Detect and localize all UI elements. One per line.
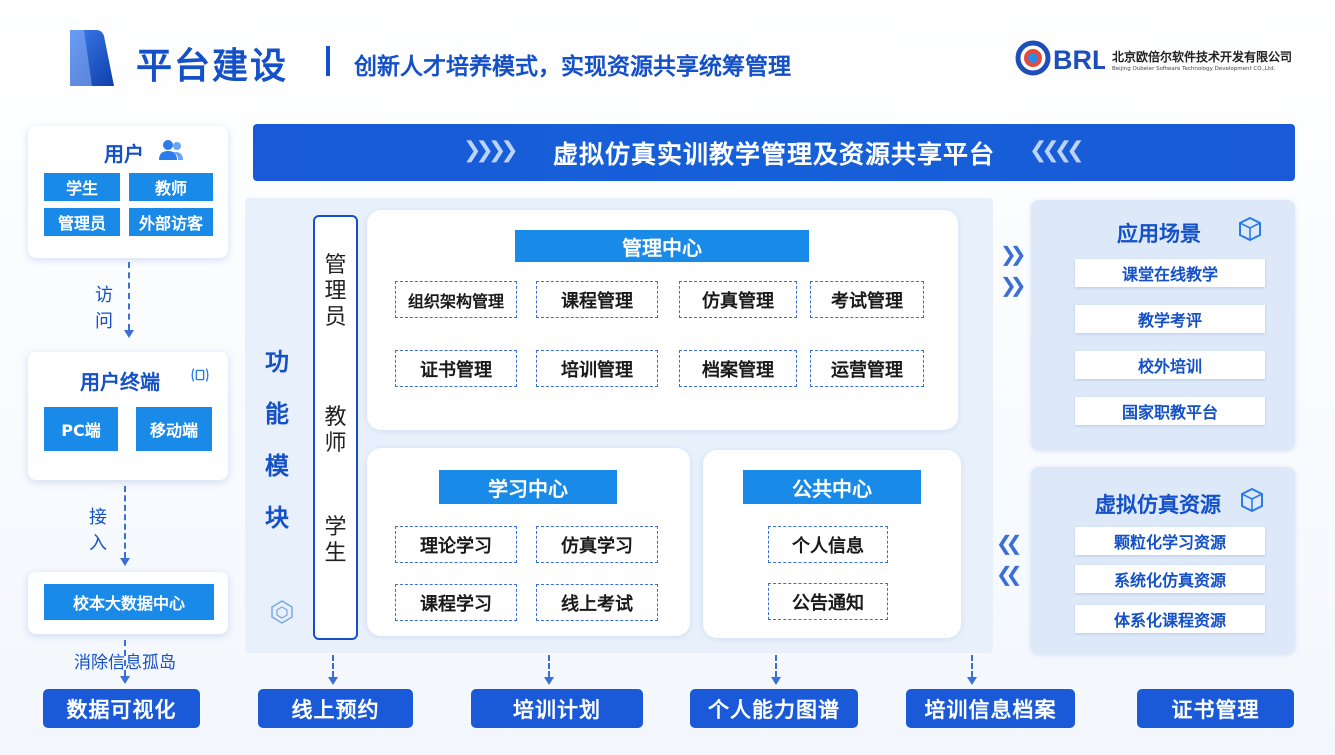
chevron-right-icon: ❯❯❯❯	[463, 138, 519, 163]
management-center-panel: 管理中心 组织架构管理 课程管理 仿真管理 考试管理 证书管理 培训管理 档案管…	[367, 210, 958, 430]
output-connector	[971, 655, 973, 677]
datacenter-label: 校本大数据中心	[44, 584, 214, 620]
app-item-classroom: 课堂在线教学	[1075, 259, 1265, 287]
company-logo-text: BRL	[1053, 45, 1105, 75]
resource-item-granular: 颗粒化学习资源	[1075, 527, 1265, 555]
mgmt-item-archive: 档案管理	[679, 350, 797, 387]
flow-label-connect: 接入	[89, 507, 107, 554]
function-module-label: 功能模块	[265, 348, 289, 532]
output-arrow	[967, 677, 977, 685]
public-item-notice: 公告通知	[768, 583, 888, 620]
cube-icon	[1239, 216, 1261, 242]
mgmt-item-course: 课程管理	[536, 281, 658, 318]
mgmt-item-certificate: 证书管理	[395, 350, 517, 387]
public-center-panel: 公共中心 个人信息 公告通知	[703, 450, 961, 638]
users-icon	[159, 140, 183, 160]
flow-arrow-connect	[120, 558, 130, 566]
flow-line-visit	[128, 262, 130, 330]
page-title: 平台建设	[136, 46, 289, 87]
learning-center-title: 学习中心	[439, 470, 617, 504]
brand-mark-icon	[70, 30, 114, 86]
cube-icon	[1241, 487, 1263, 513]
chevron-right-icon: ❯❯	[1000, 273, 1026, 297]
iot-icon	[191, 368, 209, 382]
mgmt-item-exam: 考试管理	[810, 281, 924, 318]
output-arrow	[544, 677, 554, 685]
users-card: 用户 学生 教师 管理员 外部访客	[28, 126, 228, 258]
datacenter-card: 校本大数据中心	[28, 572, 228, 634]
company-name: 北京欧倍尔软件技术开发有限公司	[1112, 50, 1293, 64]
resource-item-simulation: 系统化仿真资源	[1075, 565, 1265, 593]
output-ability-map: 个人能力图谱	[690, 689, 858, 728]
mgmt-item-simulation: 仿真管理	[679, 281, 797, 318]
terminal-card: 用户终端 PC端 移动端	[28, 352, 228, 480]
chevron-left-icon: ❮❮	[996, 562, 1022, 586]
output-certificate-management: 证书管理	[1137, 689, 1294, 728]
output-training-archive: 培训信息档案	[906, 689, 1075, 728]
flow-arrow-visit	[124, 330, 134, 338]
resources-title: 虚拟仿真资源	[1095, 493, 1221, 517]
output-connector	[775, 655, 777, 677]
mgmt-item-operation: 运营管理	[810, 350, 924, 387]
output-online-booking: 线上预约	[258, 689, 413, 728]
user-tag-student: 学生	[44, 173, 120, 201]
learning-center-panel: 学习中心 理论学习 仿真学习 课程学习 线上考试	[367, 448, 690, 636]
app-item-external-training: 校外培训	[1075, 351, 1265, 379]
flow-arrow-eliminate	[120, 676, 130, 684]
chevron-left-icon: ❮❮❮❮	[1029, 138, 1085, 163]
output-arrow	[328, 677, 338, 685]
role-admin: 管理员	[324, 253, 347, 330]
terminal-tag-mobile: 移动端	[136, 407, 212, 451]
roles-column: 管理员 教师 学生	[313, 215, 358, 640]
management-center-title: 管理中心	[515, 230, 809, 262]
network-icon	[271, 600, 293, 624]
learn-item-course: 课程学习	[395, 584, 517, 621]
role-teacher: 教师	[324, 405, 347, 456]
page-subtitle: 创新人才培养模式，实现资源共享统筹管理	[354, 54, 791, 80]
output-connector	[332, 655, 334, 677]
terminal-tag-pc: PC端	[44, 407, 118, 451]
flow-label-visit: 访问	[95, 285, 113, 332]
platform-banner: 虚拟仿真实训教学管理及资源共享平台 ❯❯❯❯ ❮❮❮❮	[253, 124, 1295, 181]
title-divider	[326, 46, 330, 76]
public-item-profile: 个人信息	[768, 526, 888, 563]
resource-item-course: 体系化课程资源	[1075, 605, 1265, 633]
learn-item-simulation: 仿真学习	[536, 526, 658, 563]
chevron-left-icon: ❮❮	[996, 531, 1022, 555]
output-data-visualization: 数据可视化	[43, 689, 200, 728]
flow-line-eliminate	[124, 640, 126, 676]
mgmt-item-training: 培训管理	[536, 350, 658, 387]
chevron-right-icon: ❯❯	[1000, 242, 1026, 266]
role-student: 学生	[324, 515, 347, 566]
company-name-en: Beijing Oubeier Software Technology Deve…	[1112, 66, 1276, 72]
terminal-title: 用户终端	[80, 370, 160, 394]
application-panel: 应用场景 课堂在线教学 教学考评 校外培训 国家职教平台	[1031, 200, 1295, 450]
application-title: 应用场景	[1117, 222, 1201, 246]
output-arrow	[771, 677, 781, 685]
resources-panel: 虚拟仿真资源 颗粒化学习资源 系统化仿真资源 体系化课程资源	[1031, 467, 1295, 654]
app-item-evaluation: 教学考评	[1075, 305, 1265, 333]
output-connector	[548, 655, 550, 677]
app-item-national-platform: 国家职教平台	[1075, 397, 1265, 425]
learn-item-online-exam: 线上考试	[536, 584, 658, 621]
user-tag-teacher: 教师	[129, 173, 213, 201]
flow-line-connect	[124, 486, 126, 558]
company-logo: BRL	[1015, 40, 1105, 76]
users-title: 用户	[104, 142, 144, 166]
user-tag-visitor: 外部访客	[129, 208, 213, 236]
user-tag-admin: 管理员	[44, 208, 120, 236]
public-center-title: 公共中心	[743, 470, 921, 504]
mgmt-item-org: 组织架构管理	[395, 281, 517, 318]
platform-title: 虚拟仿真实训教学管理及资源共享平台	[552, 139, 995, 169]
output-training-plan: 培训计划	[471, 689, 643, 728]
learn-item-theory: 理论学习	[395, 526, 517, 563]
